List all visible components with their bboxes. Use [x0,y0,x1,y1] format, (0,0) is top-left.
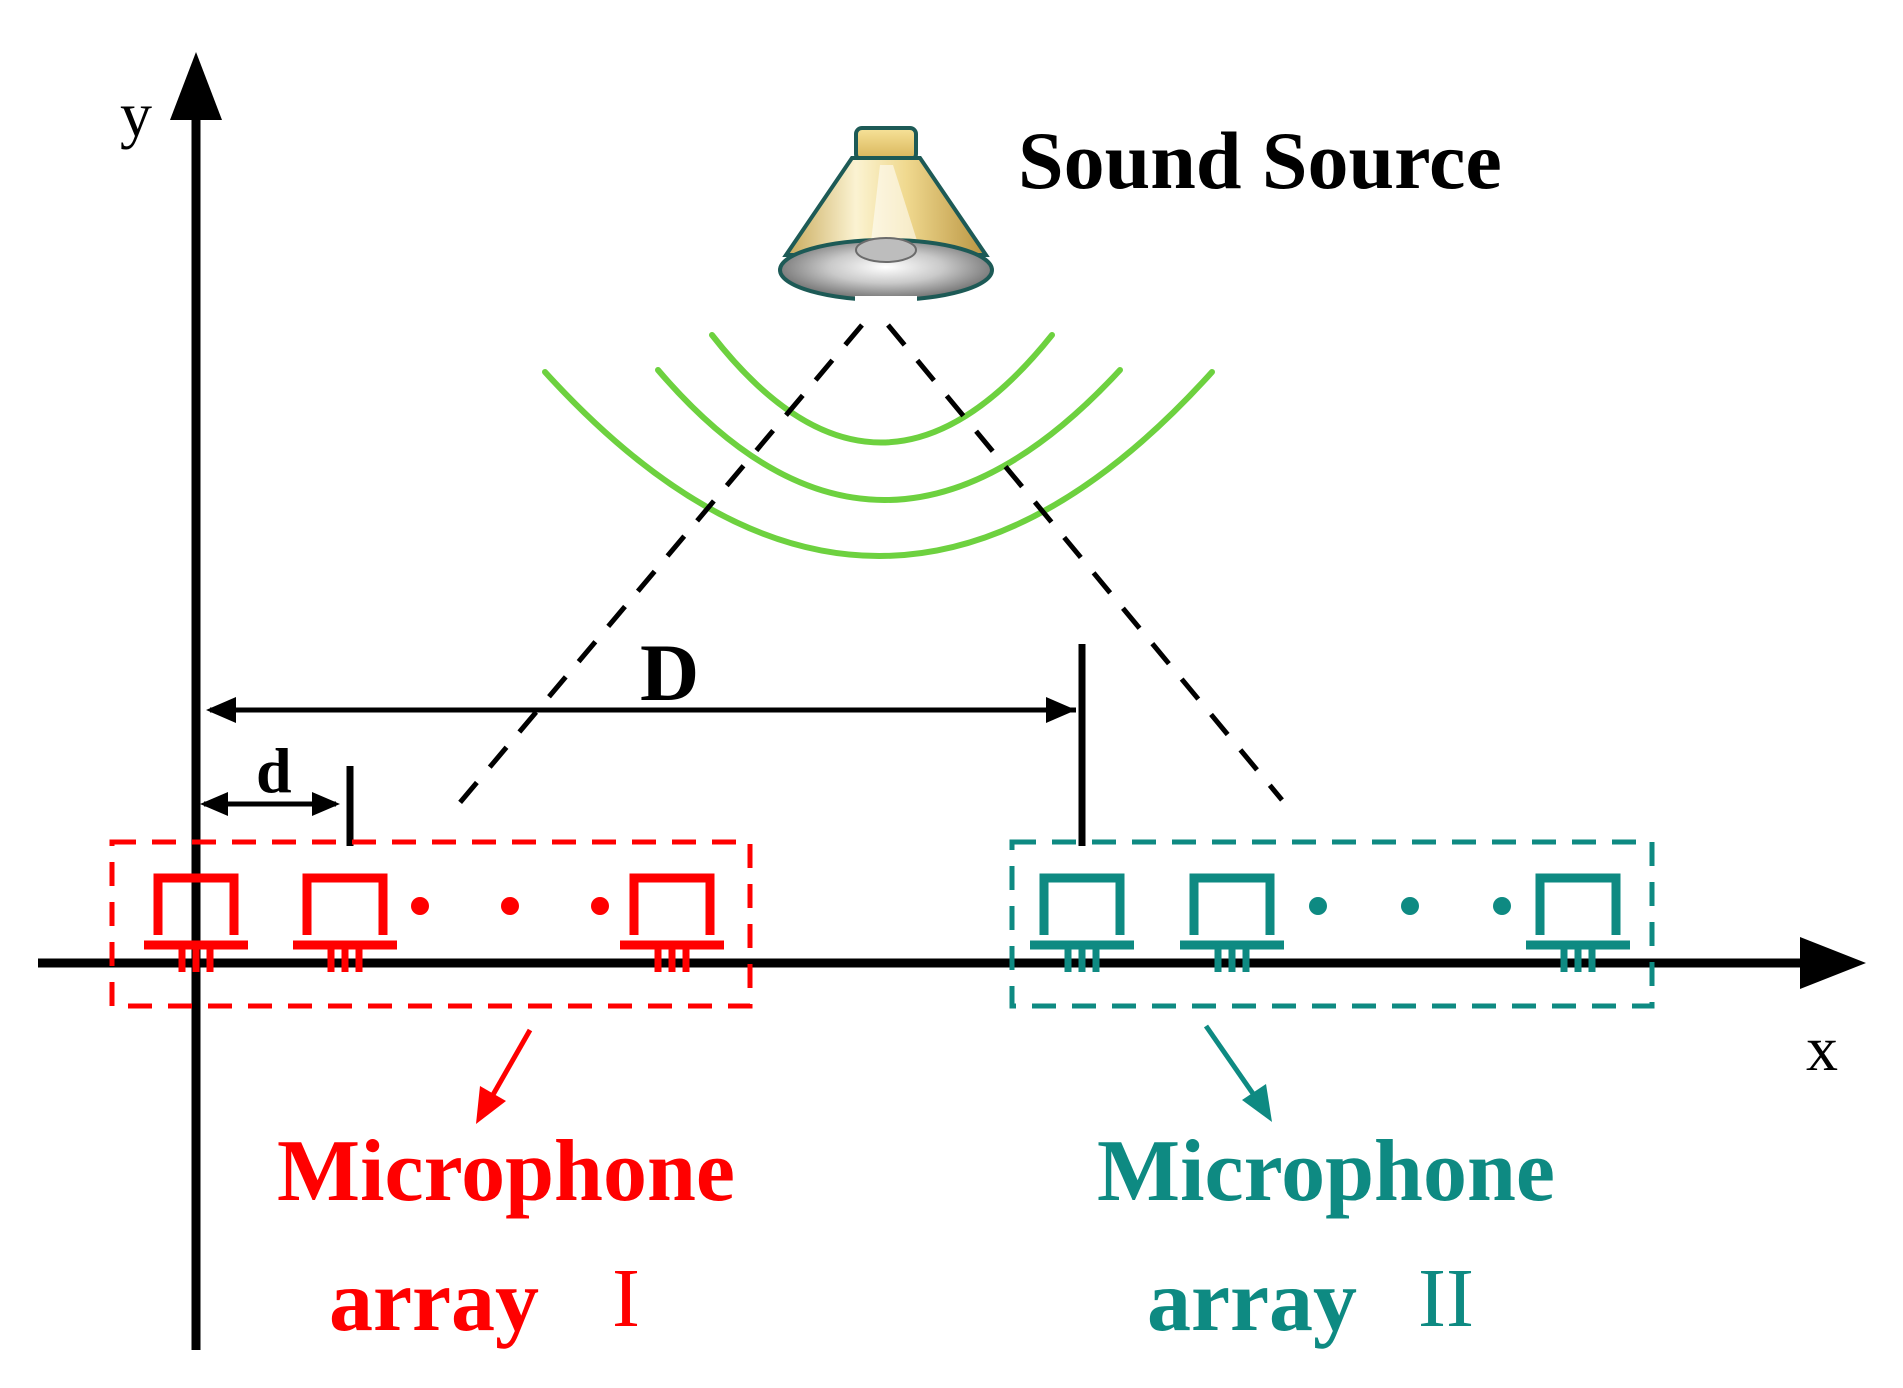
ray-to-array-2 [886,323,1284,802]
microphone-icon [144,873,248,972]
y-axis-label: y [120,79,152,150]
microphone-icon [620,873,724,972]
dimension-D-label: D [640,627,699,718]
wave-middle [655,367,1123,503]
array-2-box [1009,839,1655,1009]
array-2-label-line2: array [1147,1253,1357,1350]
microphone-icon [1030,873,1134,972]
array-1-pointer [476,1028,533,1124]
wave-inner [709,332,1055,446]
x-axis-label: x [1806,1013,1838,1084]
sound-source-label: Sound Source [1018,115,1502,206]
array-1-label-line2: array [329,1253,539,1350]
microphone-icon [1180,873,1284,972]
dimension-d-label: d [256,735,292,806]
microphone-icon [1526,873,1630,972]
array-2-label-line1: Microphone [1097,1123,1555,1220]
array-1-roman: I [612,1252,640,1345]
sound-waves [542,332,1215,559]
array-1-ellipsis [411,897,609,915]
array-1-label-line1: Microphone [277,1123,735,1220]
array-2-roman: II [1418,1252,1474,1345]
source-rays [450,323,1284,814]
wave-outer [542,369,1215,559]
microphone-icon [293,873,397,972]
y-axis [170,52,222,1350]
array-2-microphones [1030,873,1630,972]
dimension-d [200,766,354,846]
array-1-box [109,839,753,1009]
array-2-pointer [1203,1024,1272,1122]
dimension-D [206,644,1086,846]
ray-to-array-1 [450,323,864,814]
speaker-icon [778,126,994,308]
array-2-ellipsis [1309,897,1511,915]
y-axis-arrowhead [170,52,222,120]
array-1-microphones [144,873,724,972]
x-axis-arrowhead [1800,937,1866,989]
